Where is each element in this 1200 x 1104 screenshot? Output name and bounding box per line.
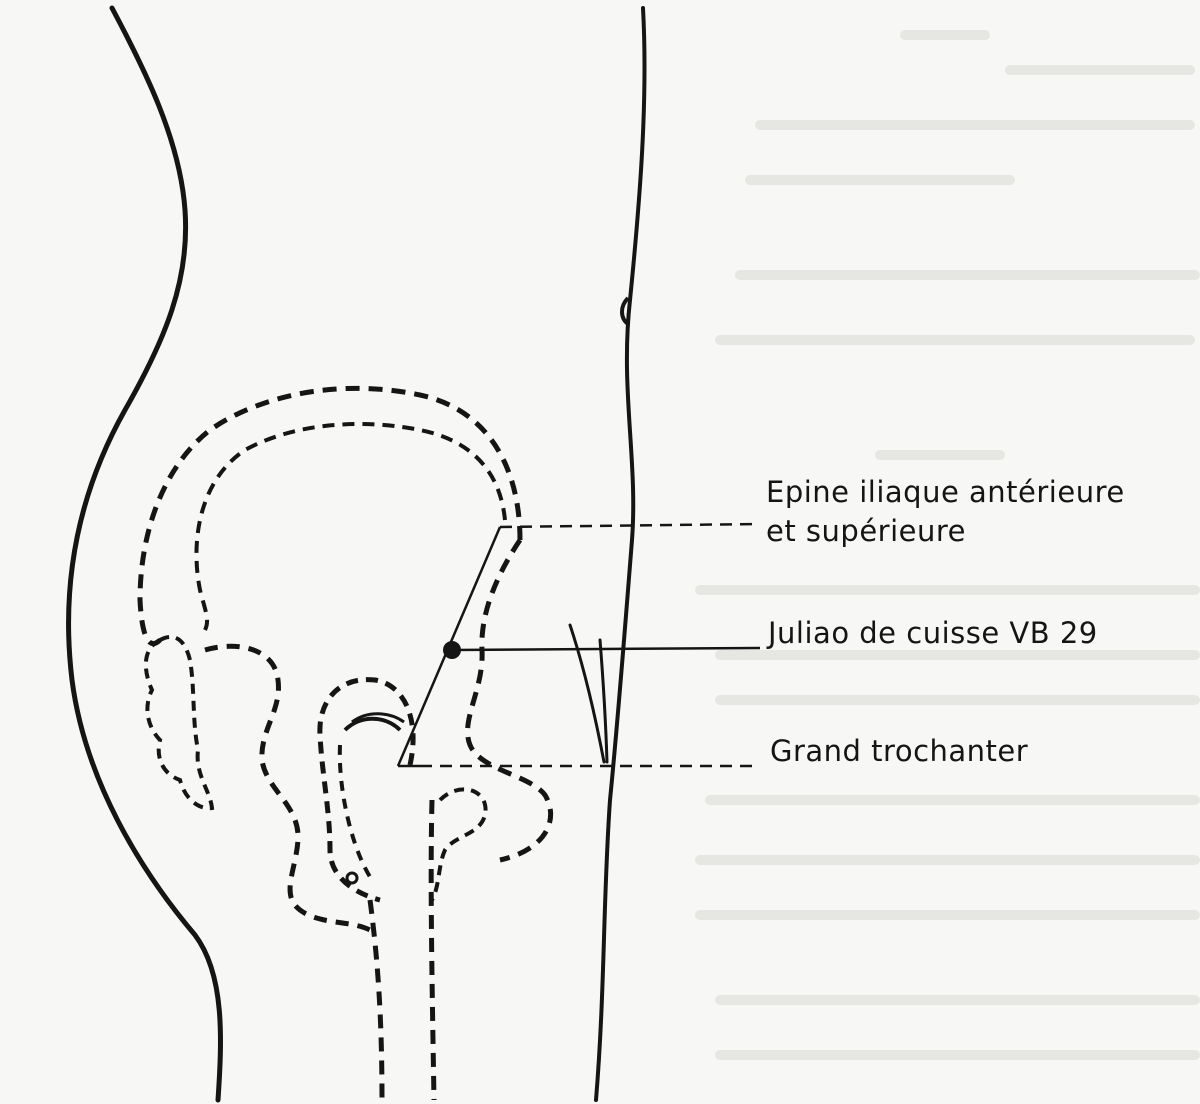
front-contour-notch [620,296,630,326]
femoral-neck-inner [337,744,374,882]
leader-line-juliao [451,646,761,652]
inguinal-crease [568,623,609,764]
back-buttock-contour [66,5,223,1103]
femur-shaft-left [367,899,385,1101]
iliac-crest-inner [194,422,507,631]
small-foramen [345,871,359,885]
sacrum-coccyx [143,634,215,811]
ischium-outline [204,643,372,933]
bleed-through-background [695,30,1200,1060]
label-acupoint-vb29: Juliao de cuisse VB 29 [768,616,1098,650]
label-asis-line-2: et supérieure [766,514,966,548]
femoral-head-inner [343,716,402,732]
acupoint-vb29-marker [443,641,461,659]
leader-line-asis [499,522,761,529]
femoral-head-inner-2 [351,712,405,724]
iliac-crest-outer [137,385,523,647]
femur-shaft-right [428,799,437,1101]
ilium-anterior-border [465,538,554,863]
label-greater-trochanter: Grand trochanter [770,734,1029,768]
front-thigh-contour [594,6,647,1102]
label-asis-line-1: Epine iliaque antérieure [766,475,1125,509]
femoral-head [317,677,416,903]
lesser-trochanter [430,787,488,901]
